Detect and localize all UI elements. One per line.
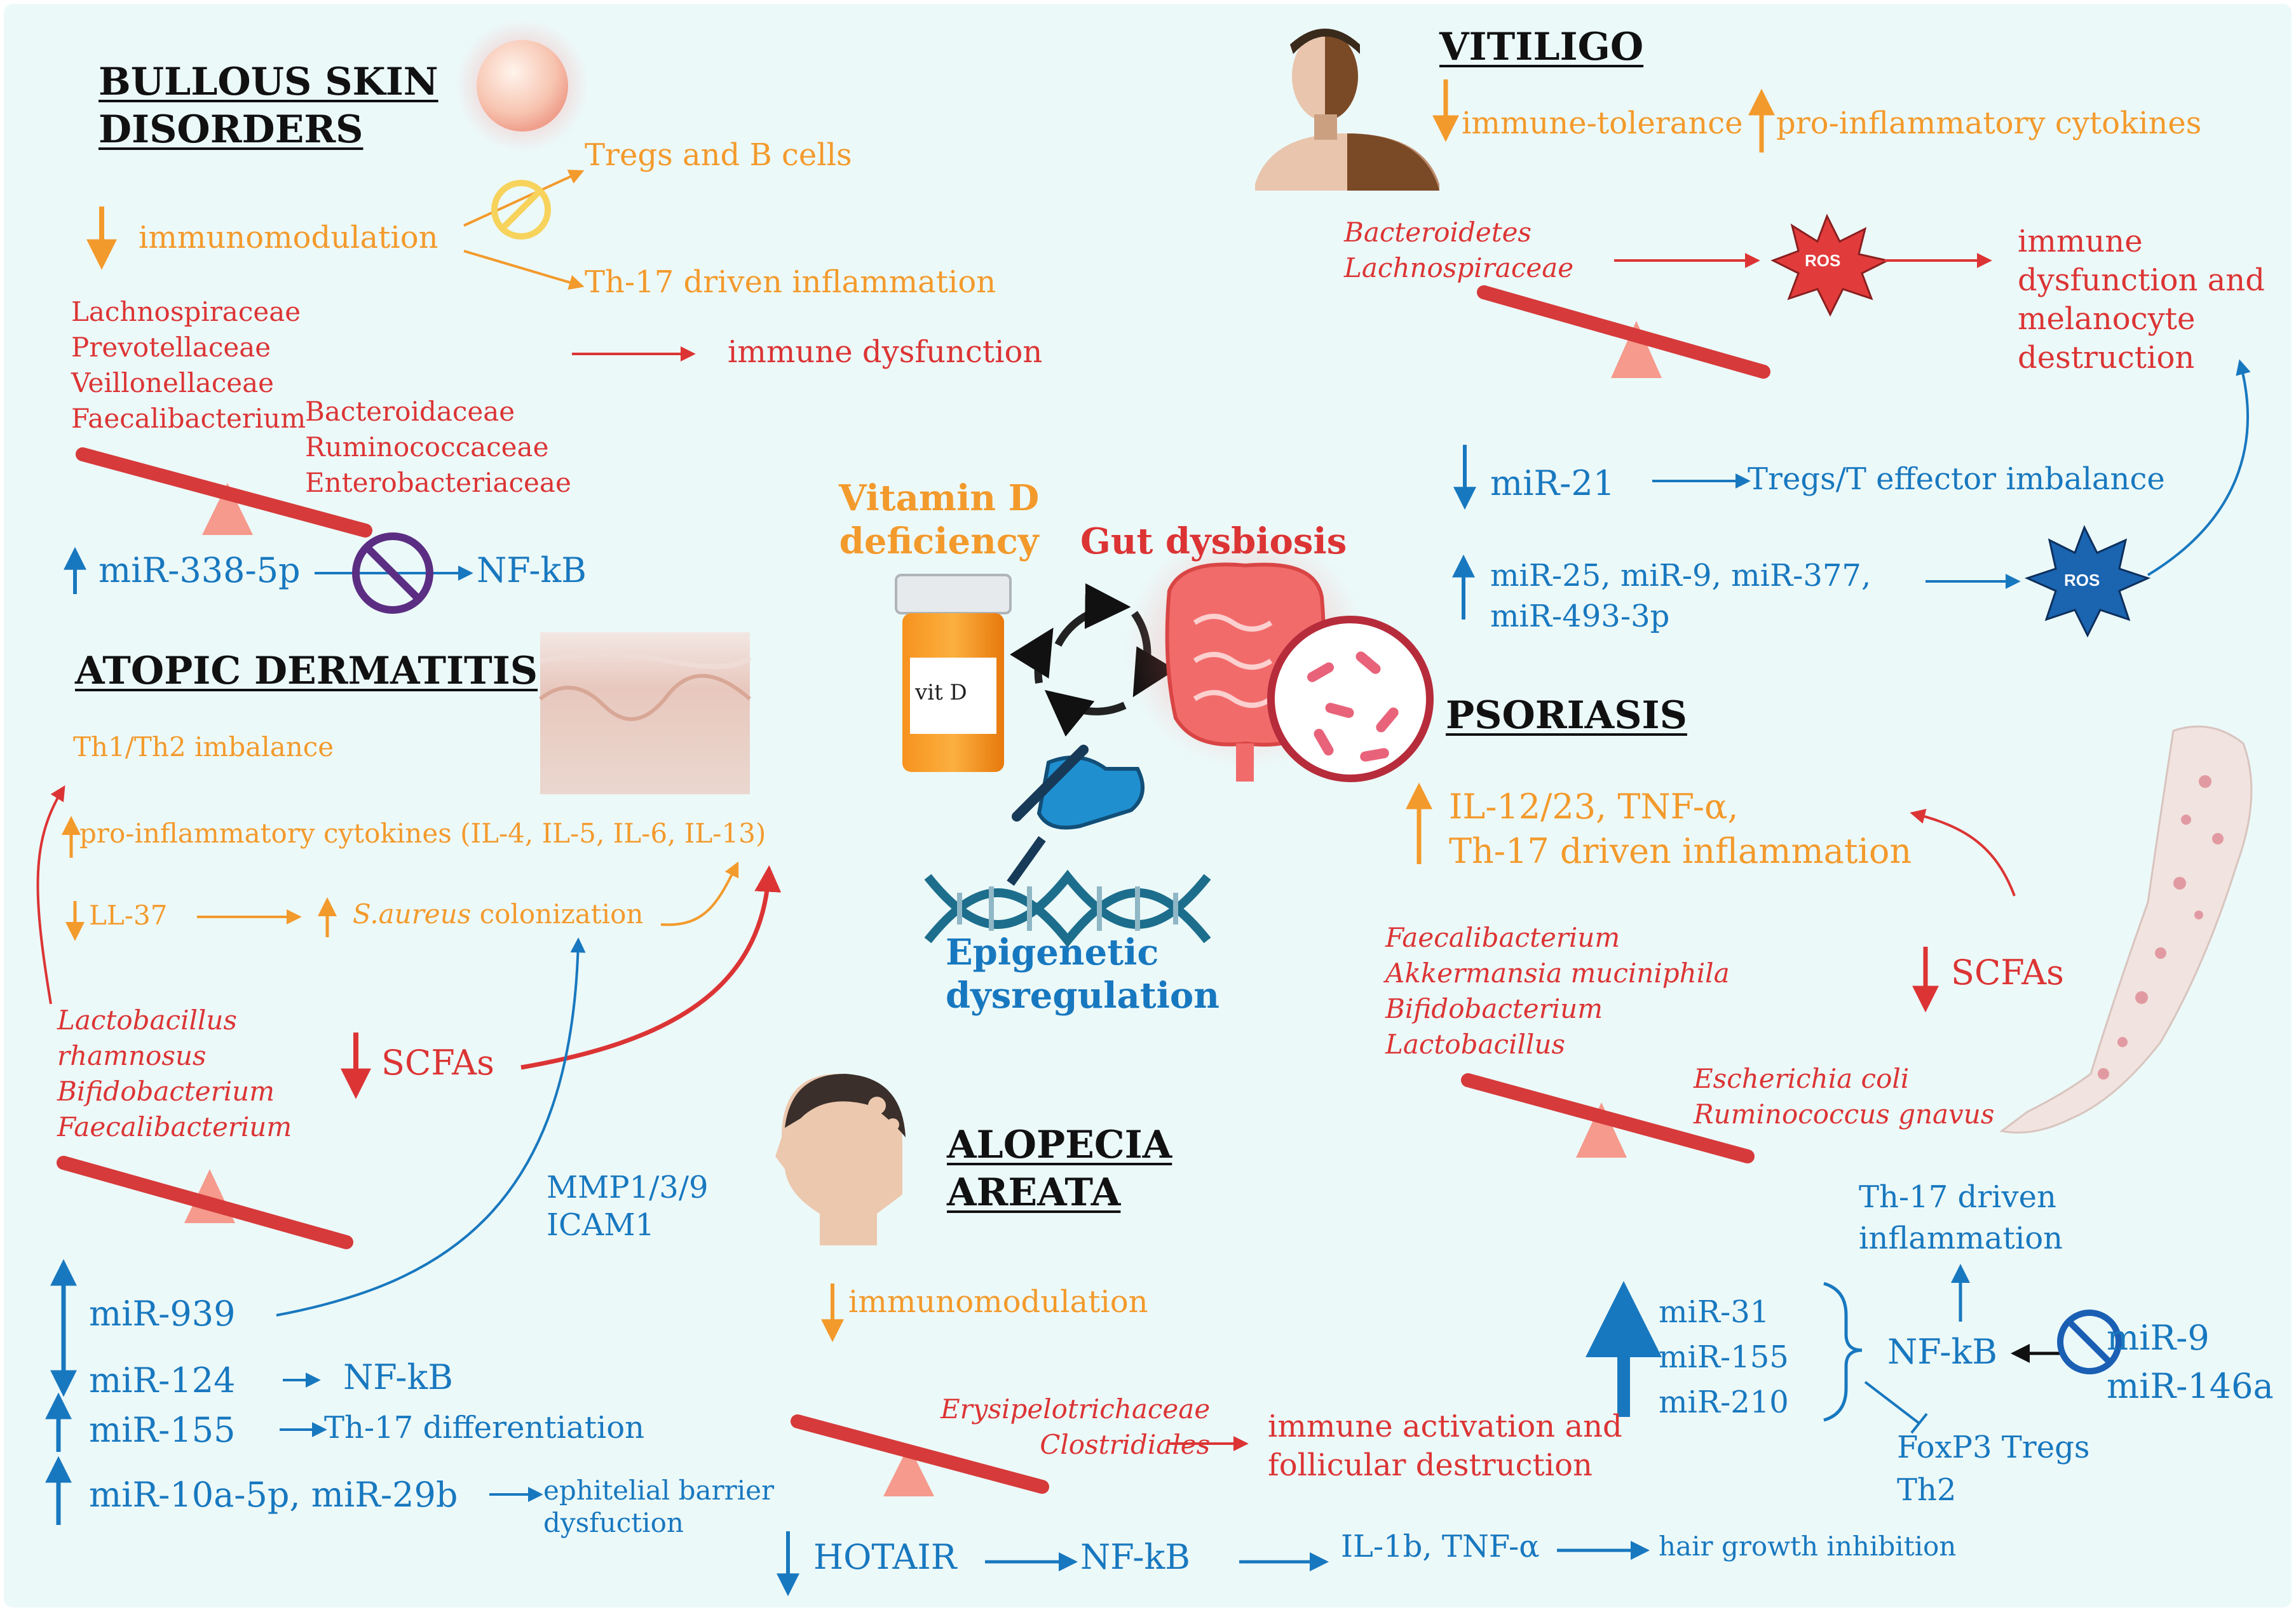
inhibit-symbol-nfkb <box>352 532 433 614</box>
text-mir-group-ps: miR-31 miR-155 miR-210 <box>1659 1294 1789 1421</box>
text-bacteria-aa: Erysipelotrichaceae Clostridiales <box>941 1393 1211 1460</box>
text-ros-red: ROS <box>1805 251 1841 270</box>
text-immune-dysfunction-bullous: immune dysfunction <box>728 334 1043 370</box>
ros-burst-red-icon <box>1770 213 1891 317</box>
text-immunomodulation-bullous: immunomodulation <box>139 220 438 255</box>
text-tregs-imbalance: Tregs/T effector imbalance <box>1748 461 2165 497</box>
text-cytokines-ps: IL-12/23, TNF-α, Th-17 driven inflammati… <box>1449 787 1912 872</box>
seesaw-atopic <box>57 1156 353 1249</box>
inhibit-symbol-tregs <box>491 180 551 240</box>
text-bacteria-ad: Lactobacillus rhamnosus Bifidobacterium … <box>57 1005 292 1142</box>
heading-bullous: BULLOUS SKIN DISORDERS <box>98 60 438 152</box>
text-mir-group-vit: miR-25, miR-9, miR-377, miR-493-3p <box>1490 558 1871 634</box>
arrow-lactobacillus-th <box>36 785 65 1005</box>
bacteria-magnified-icon <box>1267 616 1434 782</box>
text-mir-inhibitors: miR-9 miR-146a <box>2107 1318 2274 1406</box>
text-mir10a: miR-10a-5p, miR-29b <box>89 1475 458 1515</box>
seesaw-alopecia <box>791 1414 1049 1496</box>
arrow-arm-cytokines <box>1910 809 2016 897</box>
inhibit-symbol-mir9 <box>2057 1310 2122 1374</box>
text-nfkb-ps: NF-kB <box>1887 1332 1997 1372</box>
text-scfas-ps: SCFAs <box>1951 952 2064 992</box>
background-panel <box>4 4 2292 1608</box>
label-gut-dysbiosis: Gut dysbiosis <box>1080 520 1347 562</box>
heading-vitiligo: VITILIGO <box>1439 25 1644 69</box>
gloved-hand-pen-icon <box>1007 745 1145 886</box>
text-saureus-colonization: S.aureus colonization <box>353 898 643 930</box>
text-th-imbalance: Th1/Th2 imbalance <box>73 731 334 762</box>
text-aa-outcome: immune activation and follicular destruc… <box>1268 1409 1622 1483</box>
brace-mir-group <box>1823 1282 1863 1422</box>
inhibit-nfkb-foxp3 <box>1864 1381 1928 1434</box>
text-bacteria-vit: Bacteroidetes Lachnospiraceae <box>1344 217 1574 283</box>
text-mir939: miR-939 <box>89 1294 236 1334</box>
text-tregs-b-cells: Tregs and B cells <box>585 137 852 173</box>
text-foxp3: FoxP3 Tregs Th2 <box>1897 1430 2090 1508</box>
bottle-label: vit D <box>915 680 967 705</box>
text-mir338: miR-338-5p <box>98 550 301 590</box>
arrow-to-th17 <box>463 250 585 290</box>
label-vitamin-d: Vitamin D deficiency <box>839 477 1040 563</box>
text-vit-outcome: immune dysfunction and melanocyte destru… <box>2018 224 2265 376</box>
text-il1b: IL-1b, TNF-α <box>1341 1529 1540 1564</box>
text-th17-diff: Th-17 differentiation <box>324 1410 645 1446</box>
seesaw-psoriasis <box>1461 1073 1755 1163</box>
dna-helix-icon <box>924 869 1211 948</box>
text-ll37: LL-37 <box>89 900 168 931</box>
text-colonization: colonization <box>471 898 644 930</box>
text-nfkb-ad: NF-kB <box>343 1357 453 1397</box>
arrow-to-tregs <box>463 170 585 227</box>
text-hair-growth: hair growth inhibition <box>1659 1531 1957 1562</box>
text-bacteria-decreased-ps: Faecalibacterium Akkermansia muciniphila… <box>1385 922 1730 1060</box>
text-mir155-ad: miR-155 <box>89 1410 236 1450</box>
text-scfas-ad: SCFAs <box>381 1043 494 1083</box>
text-nfkb-bullous: NF-kB <box>477 550 587 590</box>
heading-psoriasis: PSORIASIS <box>1446 693 1687 738</box>
text-barrier: ephitelial barrier dysfuction <box>543 1475 775 1539</box>
heading-atopic: ATOPIC DERMATITIS <box>75 649 538 693</box>
vitamin-d-bottle-icon <box>895 574 1012 772</box>
text-nfkb-aa: NF-kB <box>1080 1537 1190 1577</box>
text-mir124: miR-124 <box>89 1360 236 1400</box>
seesaw-vitiligo <box>1477 285 1770 379</box>
text-bacteria-increased-ps: Escherichia coli Ruminococcus gnavus <box>1694 1063 1995 1130</box>
text-immune-tolerance: immune-tolerance <box>1462 105 1743 141</box>
text-mir21: miR-21 <box>1490 463 1615 503</box>
seesaw-bullous <box>76 447 372 538</box>
text-bacteria-increased-bullous: Bacteroidaceae Ruminococcaceae Enterobac… <box>305 396 571 498</box>
label-epigenetic: Epigenetic dysregulation <box>946 931 1219 1017</box>
text-cytokines-ad: pro-inflammatory cytokines (IL-4, IL-5, … <box>79 818 766 849</box>
skin-section-icon <box>539 632 752 794</box>
text-mmp: MMP1/3/9 ICAM1 <box>547 1170 709 1243</box>
arrow-mir939-colonization <box>276 937 586 1317</box>
blister-icon <box>477 40 568 132</box>
text-bacteria-decreased-bullous: Lachnospiraceae Prevotellaceae Veillonel… <box>71 296 306 434</box>
arrow-ros-melanocyte <box>2147 359 2251 576</box>
text-saureus: S.aureus <box>353 898 472 930</box>
heading-alopecia: ALOPECIA AREATA <box>947 1123 1172 1215</box>
text-proinflammatory-vit: pro-inflammatory cytokines <box>1776 105 2202 141</box>
arrow-colonization-cytokines <box>660 861 739 926</box>
alopecia-head-icon <box>775 1074 906 1245</box>
psoriatic-arm-icon <box>1999 725 2253 1134</box>
ros-burst-blue-icon <box>2024 525 2151 638</box>
text-th17-ps: Th-17 driven inflammation <box>1859 1179 2063 1256</box>
text-immunomodulation-aa: immunomodulation <box>848 1284 1148 1320</box>
text-hotair: HOTAIR <box>813 1537 957 1577</box>
text-ros-blue: ROS <box>2064 571 2100 590</box>
arrow-scfas-cytokines <box>520 865 782 1070</box>
vitiligo-person-icon <box>1255 29 1439 191</box>
text-th17-bullous: Th-17 driven inflammation <box>585 264 996 300</box>
